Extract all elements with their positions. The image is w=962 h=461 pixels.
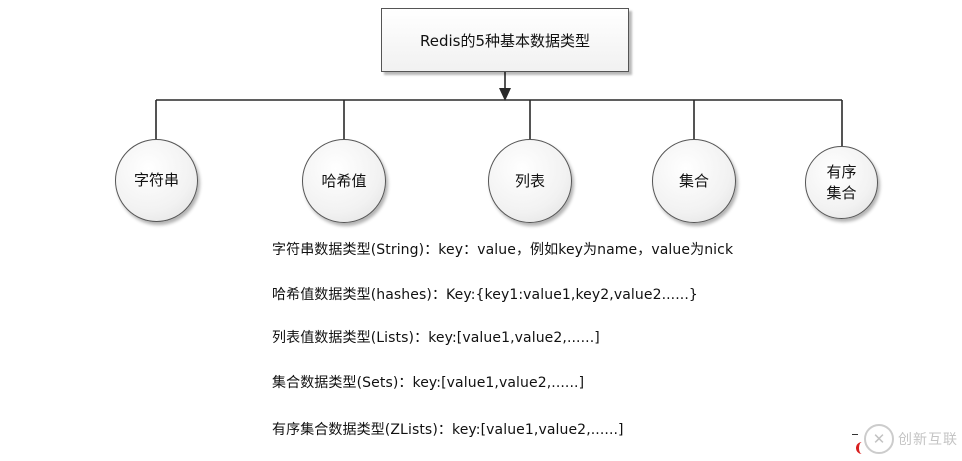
root-title: Redis的5种基本数据类型 [419, 31, 591, 50]
watermark-red-mark [856, 442, 866, 454]
node-set: 集合 [652, 139, 736, 223]
node-string: 字符串 [115, 139, 198, 222]
watermark-text: 创新互联 [898, 432, 958, 448]
arrow-head [499, 88, 511, 101]
node-list-label: 列表 [514, 171, 545, 190]
node-hash-label: 哈希值 [321, 171, 367, 190]
node-sorted-set-label-line2: 集合 [826, 183, 857, 202]
desc-hash: 哈希值数据类型(hashes)：Key:{key1:value1,key2,va… [272, 287, 698, 303]
watermark-logo-icon: ✕ [864, 424, 894, 454]
node-list: 列表 [488, 139, 572, 223]
node-sorted-set: 有序 集合 [805, 146, 878, 219]
desc-set: 集合数据类型(Sets)：key:[value1,value2,......] [272, 375, 585, 391]
node-string-label: 字符串 [133, 171, 179, 189]
desc-string: 字符串数据类型(String)：key：value，例如key为name，val… [272, 242, 734, 258]
root-title-box: Redis的5种基本数据类型 [381, 8, 629, 72]
node-set-label: 集合 [678, 171, 709, 190]
node-sorted-set-label-line1: 有序 [826, 162, 857, 181]
desc-sorted-set: 有序集合数据类型(ZLists)：key:[value1,value2,....… [272, 422, 624, 438]
watermark-tick [852, 434, 858, 435]
watermark: ✕ 创新互联 [852, 421, 962, 461]
node-hash: 哈希值 [302, 139, 386, 223]
desc-list: 列表值数据类型(Lists)：key:[value1,value2,......… [272, 330, 600, 346]
